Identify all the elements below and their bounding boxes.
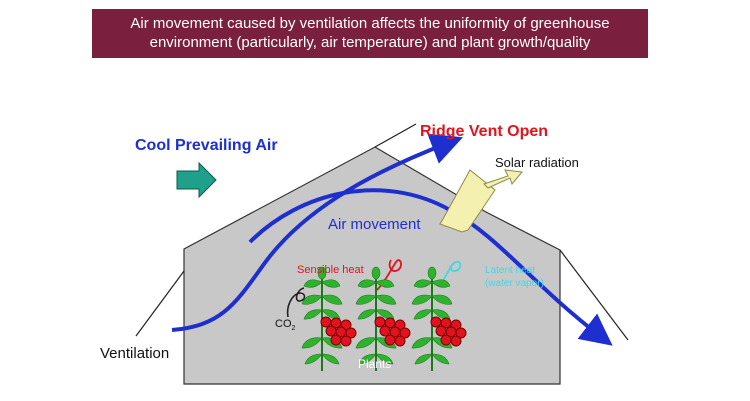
co2-label-main: CO: [275, 318, 292, 330]
latent-heat-label-1: Latent heat: [485, 265, 535, 276]
ridge-vent-label: Ridge Vent Open: [420, 123, 548, 140]
cool-air-arrow-icon: [176, 161, 217, 199]
air-movement-label: Air movement: [328, 216, 421, 233]
sensible-heat-label: Sensible heat: [297, 264, 364, 276]
roof-extension-left: [135, 270, 185, 337]
solar-radiation-label: Solar radiation: [495, 155, 579, 170]
co2-label-subscript: 2: [292, 325, 296, 332]
sensible-heat-squiggle-icon: [376, 259, 402, 291]
title-banner: Air movement caused by ventilation affec…: [92, 9, 648, 58]
cool-air-label: Cool Prevailing Air: [135, 137, 278, 154]
latent-heat-squiggle-icon: [439, 260, 462, 286]
co2-squiggle-icon: [286, 287, 306, 318]
ridge-vent-line: [374, 123, 417, 148]
banner-line-1: Air movement caused by ventilation affec…: [130, 15, 610, 32]
co2-label: CO2: [275, 318, 296, 332]
air-flow-ridge-arrow: [171, 133, 463, 332]
latent-heat-label-2: (water vapor): [485, 278, 544, 289]
ventilation-label: Ventilation: [100, 345, 169, 362]
roof-extension-right: [559, 249, 629, 341]
banner-line-2: environment (particularly, air temperatu…: [149, 34, 591, 51]
solar-pointer-icon: [483, 169, 523, 189]
plants-label: Plants: [358, 357, 391, 371]
solar-beam-icon: [439, 169, 496, 233]
